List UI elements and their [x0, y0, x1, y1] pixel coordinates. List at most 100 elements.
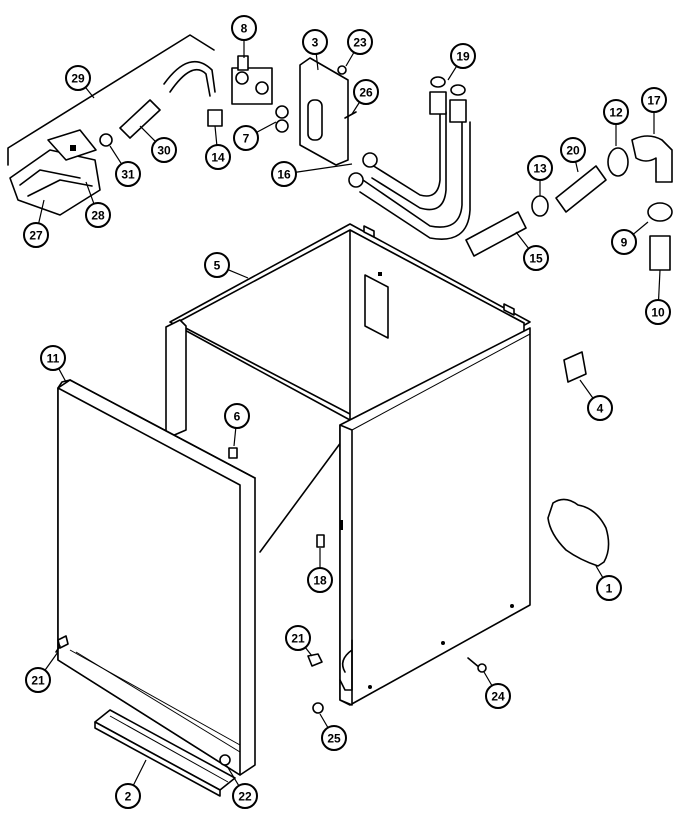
callout-17: 17: [641, 87, 667, 134]
callout-label: 19: [456, 50, 470, 64]
callout-circle: [40, 345, 66, 371]
callout-label: 6: [234, 410, 241, 424]
callout-6: 6: [224, 403, 250, 447]
callout-circle: [611, 229, 637, 255]
callout-leader: [595, 565, 604, 578]
fitting: [207, 109, 223, 127]
callout-label: 20: [566, 144, 580, 158]
callout-circle: [65, 65, 91, 91]
cover-plate: [547, 498, 610, 567]
callout-16: 16: [271, 161, 353, 187]
callout-circle: [527, 155, 553, 181]
bracket-assembly: [9, 129, 101, 216]
callout-label: 23: [353, 36, 367, 50]
clip: [228, 447, 238, 459]
callout-leader: [85, 181, 95, 204]
callout-circle: [224, 403, 250, 429]
right-side-panel: [339, 327, 531, 706]
callout-label: 21: [31, 674, 45, 688]
callout-leader: [38, 199, 45, 224]
callout-circle: [23, 222, 49, 248]
callout-label: 30: [157, 144, 171, 158]
callout-31: 31: [109, 145, 141, 187]
tube: [555, 165, 607, 213]
callout-27: 27: [23, 199, 49, 248]
callout-leader: [657, 269, 661, 301]
callout-label: 2: [125, 790, 132, 804]
callout-leader: [132, 759, 147, 786]
callout-label: 17: [647, 94, 661, 108]
callout-leader: [447, 65, 458, 81]
callout-25: 25: [319, 713, 347, 751]
callout-circle: [115, 161, 141, 187]
callout-circle: [233, 125, 259, 151]
callout-circle: [85, 202, 111, 228]
screw: [55, 635, 69, 653]
callout-label: 8: [241, 22, 248, 36]
callout-circle: [641, 87, 667, 113]
screw-f: [337, 65, 347, 75]
callout-label: 29: [71, 72, 85, 86]
callout-22: 22: [226, 765, 258, 809]
callout-5: 5: [204, 252, 249, 279]
callout-circle: [285, 625, 311, 651]
clip-b: [316, 534, 325, 548]
callout-circle: [560, 137, 586, 163]
callout-leader: [233, 427, 237, 447]
callout-circle: [321, 725, 347, 751]
callout-leader: [319, 713, 329, 728]
callout-21: 21: [285, 625, 313, 657]
callout-label: 25: [327, 732, 341, 746]
callout-leader: [85, 86, 95, 99]
callout-leader: [256, 121, 277, 133]
callout-circle: [347, 29, 373, 55]
callout-label: 27: [29, 229, 43, 243]
callout-8: 8: [231, 15, 257, 58]
kick-plate: [94, 709, 236, 797]
callout-label: 16: [277, 168, 291, 182]
callout-23: 23: [345, 29, 373, 67]
callout-1: 1: [595, 565, 622, 601]
curved-hose: [163, 60, 216, 97]
callout-leader: [515, 231, 530, 249]
callout-leader: [632, 221, 649, 235]
callout-29: 29: [65, 65, 95, 99]
callout-circle: [485, 683, 511, 709]
callout-label: 9: [621, 236, 628, 250]
callout-leader: [214, 125, 218, 146]
clamp: [531, 195, 549, 217]
callout-20: 20: [560, 137, 586, 173]
callout-label: 22: [238, 790, 252, 804]
callout-leader: [315, 53, 319, 71]
callout-30: 30: [139, 125, 177, 163]
callout-circle: [271, 161, 297, 187]
callout-leader: [109, 145, 123, 165]
callout-15: 15: [515, 231, 549, 271]
callout-leader: [139, 125, 156, 142]
callout-14: 14: [205, 125, 231, 170]
drain-nut: [647, 202, 673, 222]
callout-2: 2: [115, 759, 147, 809]
callout-4: 4: [579, 379, 613, 421]
callout-circle: [587, 395, 613, 421]
callout-label: 26: [359, 86, 373, 100]
front-panel: [57, 379, 256, 776]
callout-leader: [483, 671, 493, 686]
callout-circle: [151, 137, 177, 163]
callout-label: 28: [91, 209, 105, 223]
screw-c: [219, 754, 231, 766]
callout-leader: [227, 269, 249, 279]
callout-circle: [205, 144, 231, 170]
callout-leader: [304, 647, 313, 657]
screw-d: [312, 702, 324, 714]
callout-label: 13: [533, 162, 547, 176]
callout-label: 5: [214, 259, 221, 273]
callout-circle: [645, 299, 671, 325]
callout-leader: [44, 651, 59, 671]
callout-21: 21: [25, 651, 59, 693]
drain-hose: [465, 211, 527, 257]
coupling: [607, 147, 629, 177]
callout-label: 21: [291, 632, 305, 646]
callout-circle: [450, 43, 476, 69]
water-valve: [231, 55, 273, 105]
